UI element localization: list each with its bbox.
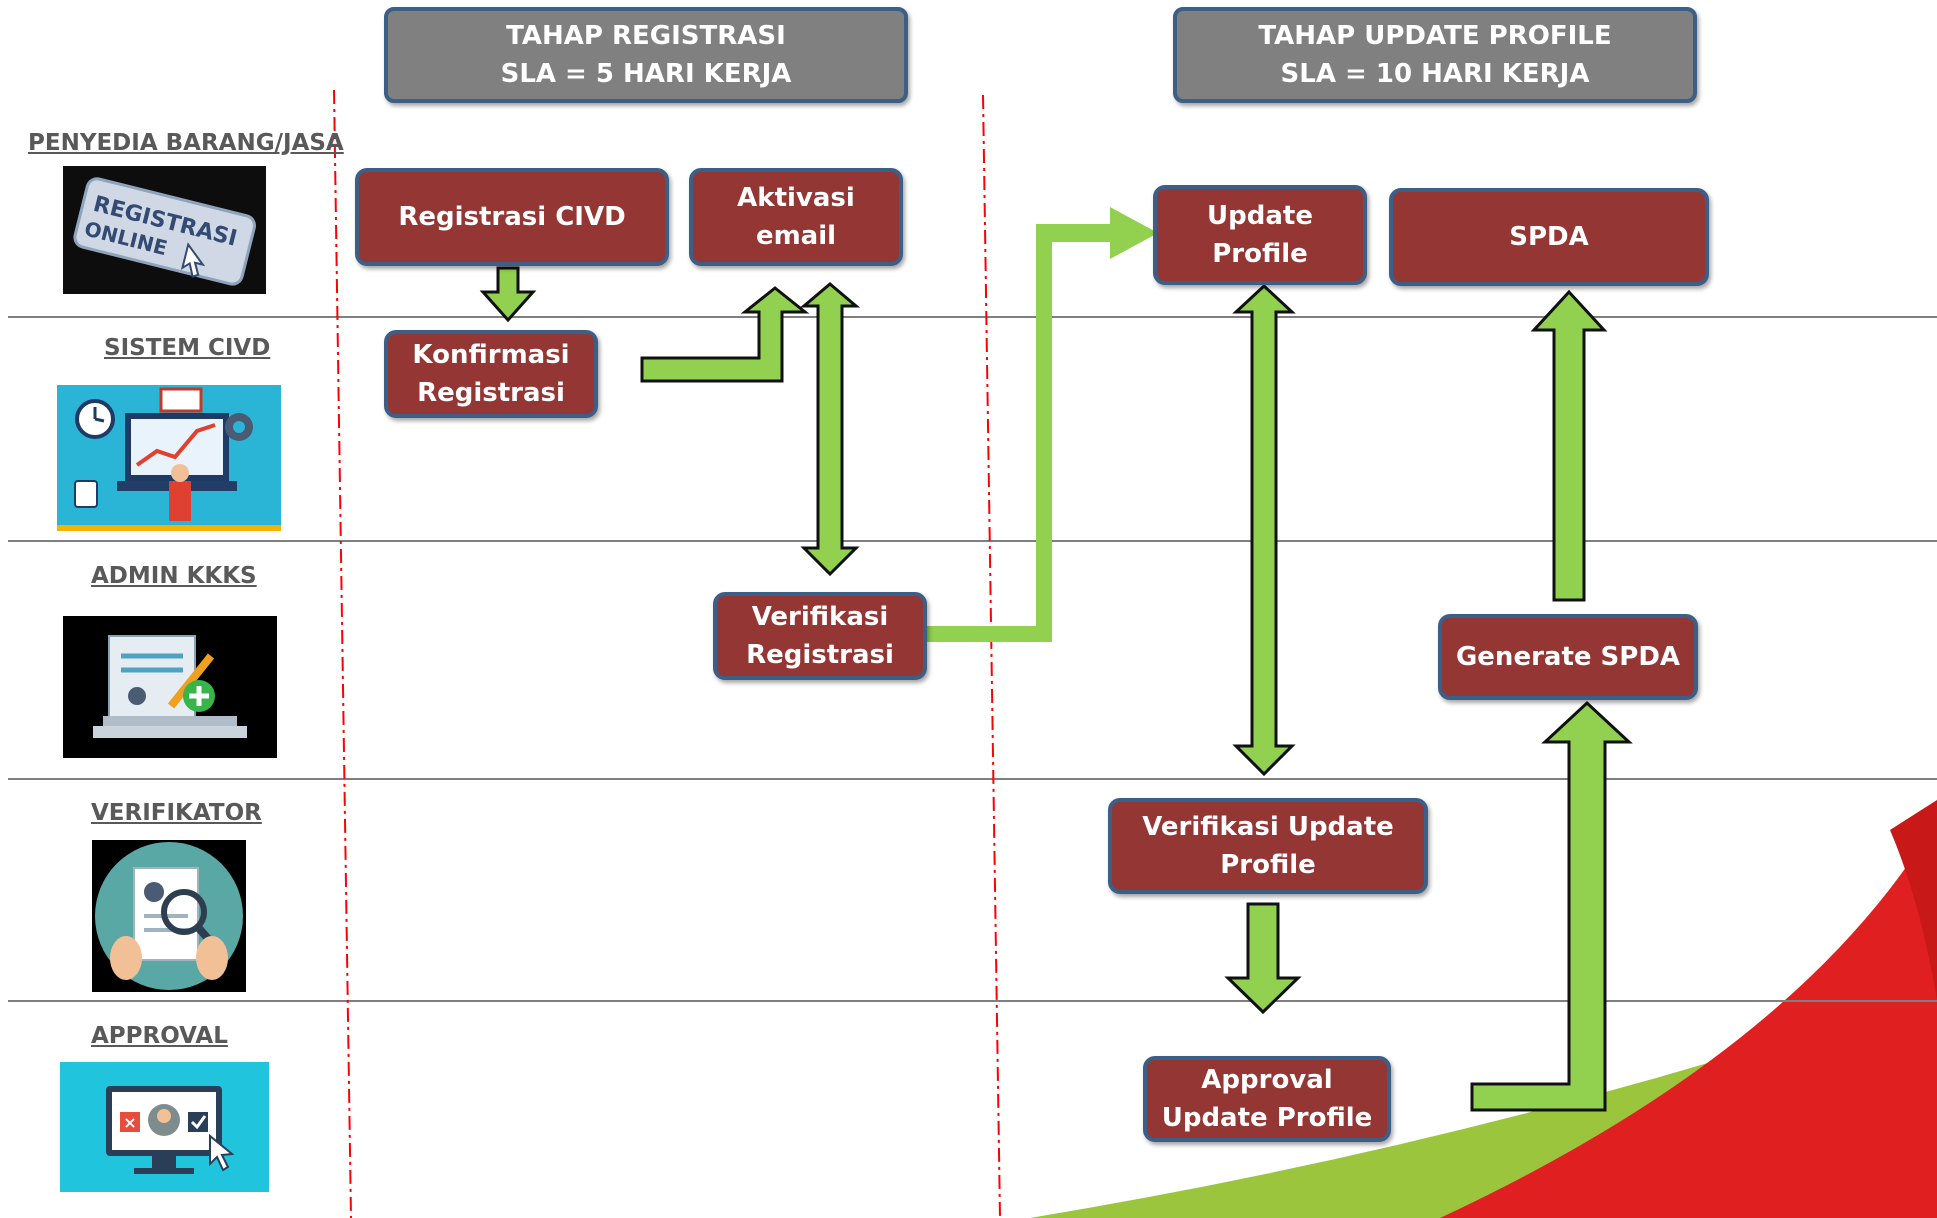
step-update-profile: Update Profile — [1153, 185, 1367, 285]
arrow-elbow-verifikasi-to-update — [922, 207, 1158, 642]
lane-label-penyedia: PENYEDIA BARANG/JASA — [28, 130, 344, 156]
registrasi-online-graphic: REGISTRASI ONLINE — [73, 177, 256, 286]
magnifier-document-graphic — [95, 842, 243, 990]
arrow-double-aktivasi-verifikasi — [799, 282, 861, 577]
lane-divider — [8, 540, 1937, 542]
phase-title: TAHAP UPDATE PROFILE — [1258, 21, 1612, 51]
step-label: Update Profile — [1161, 1103, 1373, 1133]
step-label: Update — [1207, 201, 1313, 231]
lane-label-admin-kkks: ADMIN KKKS — [91, 563, 257, 589]
step-label: email — [755, 221, 837, 251]
phase-sla: SLA = 10 HARI KERJA — [1280, 59, 1590, 89]
arrow-down-verifikasi-to-approval — [1224, 902, 1302, 1015]
registrasi-online-icon: REGISTRASI ONLINE — [63, 166, 266, 294]
step-verifikasi-registrasi: Verifikasi Registrasi — [713, 592, 927, 680]
step-verifikasi-update-profile: Verifikasi Update Profile — [1108, 798, 1428, 894]
system-workspace-icon — [57, 385, 281, 531]
phase-title: TAHAP REGISTRASI — [506, 21, 786, 51]
step-konfirmasi-registrasi: Konfirmasi Registrasi — [384, 330, 598, 418]
lane-divider — [8, 316, 1937, 318]
phase-sla: SLA = 5 HARI KERJA — [500, 59, 792, 89]
step-label: Registrasi CIVD — [398, 202, 626, 232]
admin-laptop-graphic — [93, 635, 247, 738]
step-registrasi-civd: Registrasi CIVD — [355, 168, 669, 266]
lane-label-verifikator: VERIFIKATOR — [91, 800, 262, 826]
step-generate-spda: Generate SPDA — [1438, 614, 1698, 700]
arrow-up-generate-to-spda — [1530, 289, 1608, 602]
step-approval-update-profile: Approval Update Profile — [1143, 1056, 1391, 1142]
lane-label-approval: APPROVAL — [91, 1023, 228, 1049]
lane-divider — [8, 778, 1937, 780]
lane-label-sistem-civd: SISTEM CIVD — [104, 335, 271, 361]
phase-header-registrasi: TAHAP REGISTRASI SLA = 5 HARI KERJA — [384, 7, 908, 103]
step-label: Verifikasi Update — [1142, 812, 1394, 842]
step-label: Profile — [1220, 850, 1316, 880]
lane-divider — [8, 1000, 1937, 1002]
arrow-elbow-konfirmasi-to-aktivasi — [640, 286, 810, 383]
step-label: Konfirmasi — [412, 340, 570, 370]
arrow-double-update-verifikasi — [1232, 283, 1296, 777]
admin-laptop-icon — [63, 616, 277, 758]
arrow-down-registrasi-to-konfirmasi — [479, 266, 537, 323]
step-label: SPDA — [1509, 222, 1589, 252]
approval-monitor-icon: × — [60, 1062, 269, 1192]
step-label: Profile — [1212, 239, 1308, 269]
step-spda: SPDA — [1389, 188, 1709, 286]
step-aktivasi-email: Aktivasi email — [689, 168, 903, 266]
svg-text:×: × — [123, 1113, 136, 1132]
approval-monitor-graphic: × — [106, 1086, 235, 1174]
system-workspace-graphic — [57, 387, 281, 531]
step-label: Approval — [1201, 1065, 1333, 1095]
arrow-elbow-approval-to-generate — [1470, 700, 1633, 1112]
step-label: Registrasi — [417, 378, 565, 408]
step-label: Generate SPDA — [1455, 642, 1681, 672]
phase-header-update-profile: TAHAP UPDATE PROFILE SLA = 10 HARI KERJA — [1173, 7, 1697, 103]
step-label: Aktivasi — [737, 183, 855, 213]
step-label: Registrasi — [746, 640, 894, 670]
step-label: Verifikasi — [751, 602, 889, 632]
magnifier-document-icon — [92, 840, 246, 992]
